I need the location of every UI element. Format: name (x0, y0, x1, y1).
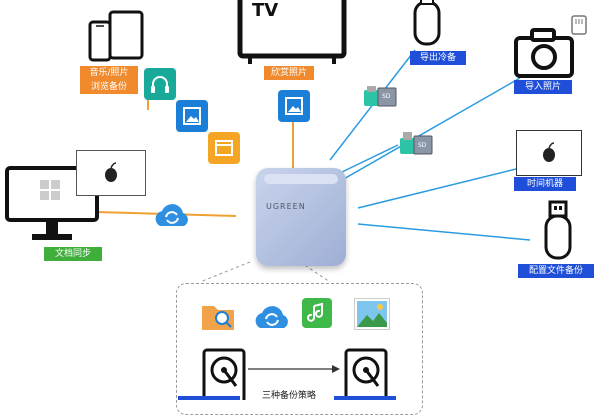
headphones-icon (151, 76, 169, 93)
sd-text: SD (382, 93, 391, 100)
music-app-tile (144, 68, 176, 100)
backup-strategy-label: 三种备份策略 (262, 391, 317, 401)
music-tile (302, 298, 332, 328)
camera-link (341, 77, 521, 181)
sd-reader-1: SD (362, 84, 398, 108)
sd-link (341, 144, 399, 173)
photo-icon (285, 97, 303, 115)
folder-icon (215, 140, 233, 156)
photo-icon (183, 107, 201, 125)
photo-app-tile (176, 100, 208, 132)
files-app-tile (208, 132, 240, 164)
config-backup-label: 配置文件备份 (518, 264, 594, 278)
cloud-tile (252, 296, 292, 336)
sd-reader-2: SD (398, 126, 434, 156)
mac-screen (516, 130, 582, 176)
usb-cold-label: 导出冷备 (410, 51, 466, 65)
backup-arrow (248, 365, 340, 373)
card-reader-icon (364, 86, 397, 107)
usb-drive-icon (544, 200, 572, 260)
windows-monitor-icon (5, 166, 99, 240)
camera-icon (514, 15, 587, 78)
tv-icon (237, 0, 347, 64)
music-note-icon (307, 302, 323, 322)
hard-drive-icon (202, 348, 246, 400)
nas-top-panel (264, 174, 338, 184)
tv-photo-tile (278, 90, 310, 122)
drive-label-bar-left (178, 396, 240, 400)
time-machine-label: 时间机器 (514, 177, 576, 191)
music-backup-label: 音乐/照片 浏览备份 (80, 66, 138, 94)
nas-brand: UGREEN (266, 202, 306, 211)
landscape-icon (357, 301, 387, 327)
drive-label-bar-right (334, 396, 396, 400)
sd-text: SD (418, 142, 427, 149)
card-reader-icon (400, 132, 433, 155)
mac-link (357, 167, 521, 209)
cloud-sync-icon (255, 306, 288, 328)
search-folder-tile (200, 298, 236, 336)
tv-logo-text: TV (252, 0, 279, 21)
config-link (357, 223, 531, 241)
hard-drive-icon (344, 348, 388, 400)
panel-link-left (199, 261, 251, 283)
phone-tablet-icon (88, 10, 144, 62)
folder-search-icon (202, 306, 234, 330)
cloud-sync-icon (155, 204, 188, 226)
nas-device: UGREEN (256, 168, 346, 266)
apple-icon (105, 162, 117, 182)
mac-laptop-screen (76, 150, 146, 196)
gallery-tile (354, 298, 390, 330)
camera-label: 导入照片 (514, 80, 572, 94)
doc-sync-label: 文档同步 (44, 247, 102, 261)
apple-icon (543, 142, 555, 162)
tv-label: 欣赏照片 (264, 66, 314, 80)
usb-drive-icon (413, 0, 441, 46)
